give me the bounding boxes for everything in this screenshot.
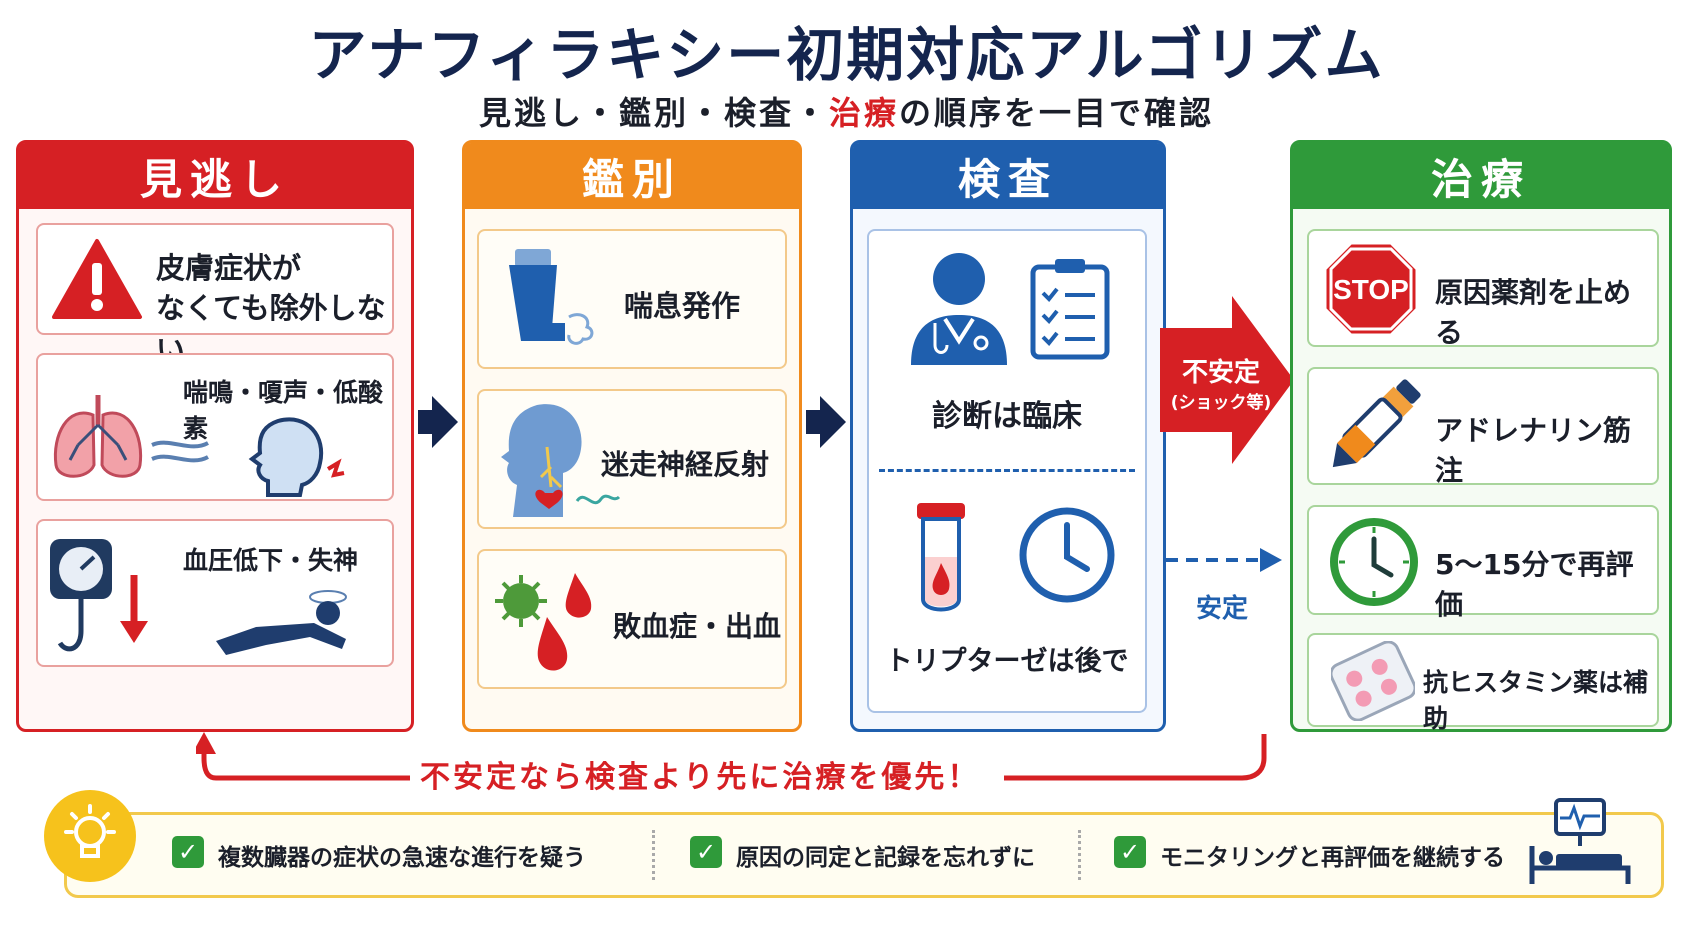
timer-clock-icon: [1330, 518, 1418, 606]
stable-arrow: [1166, 548, 1282, 572]
column-miss: 見逃し 皮膚症状が なくても除外しない 喘鳴・嗄声・低酸素: [16, 140, 414, 732]
page-subtitle: 見逃し・鑑別・検査・治療の順序を一目で確認: [0, 88, 1693, 134]
unstable-label: 不安定: [1181, 358, 1260, 388]
blood-pressure-gauge-icon: [50, 539, 148, 652]
head-profile-icon: [248, 417, 345, 497]
tip-3-label: モニタリングと再評価を継続する: [1160, 845, 1505, 871]
column-miss-header: 見逃し: [19, 143, 411, 209]
stop-sign-text: STOP: [1333, 274, 1409, 305]
test-divider: [879, 469, 1135, 472]
miss-skin-line2: なくても除外しない: [156, 291, 386, 367]
column-treat: 治療 STOP 原因薬剤を止める アドレナリン筋注: [1290, 140, 1672, 733]
tip-1-check-icon: ✓: [172, 836, 204, 868]
clock-icon: [1019, 507, 1115, 603]
treat-card-antihistamine: 抗ヒスタミン薬は補助: [1307, 633, 1659, 733]
treat-reeval-label: 5〜15分で再評価: [1435, 548, 1634, 621]
fainting-person-icon: [216, 590, 347, 655]
pill-pack-icon: [1331, 641, 1415, 721]
flow-arrow-2: [806, 396, 846, 448]
tip-2-label: 原因の同定と記録を忘れずに: [736, 845, 1035, 871]
lightbulb-icon: [64, 804, 116, 858]
feedback-label: 不安定なら検査より先に治療を優先！: [420, 760, 981, 795]
column-test: 検査 診断は臨床 トリ: [850, 140, 1166, 732]
stable-label: 安定: [1196, 594, 1249, 624]
diff-card-vagal: 迷走神経反射: [477, 389, 787, 529]
tips-bulb-circle: [44, 790, 136, 882]
tip-1-label: 複数臓器の症状の急速な進行を疑う: [218, 845, 586, 871]
miss-card-skin: 皮膚症状が なくても除外しない: [36, 223, 394, 367]
clipboard-icon: [1030, 259, 1110, 360]
unstable-sub-label: (ショック等): [1170, 393, 1272, 413]
treat-card-reeval: 5〜15分で再評価: [1307, 505, 1659, 621]
warning-icon: [52, 239, 142, 319]
treat-card-stop: STOP 原因薬剤を止める: [1307, 229, 1659, 349]
treat-antihistamine-label: 抗ヒスタミン薬は補助: [1423, 668, 1649, 733]
breath-icon: [151, 440, 209, 463]
diff-vagal-label: 迷走神経反射: [601, 448, 770, 481]
miss-skin-line1: 皮膚症状が: [156, 251, 302, 285]
test-card: 診断は臨床 トリプターゼは後で: [867, 229, 1147, 713]
vagus-head-icon: [501, 404, 621, 517]
stop-sign-icon: STOP: [1323, 241, 1419, 337]
auto-injector-icon: [1332, 379, 1421, 468]
lungs-icon: [53, 395, 143, 478]
diff-asthma-label: 喘息発作: [624, 289, 741, 323]
column-treat-header: 治療: [1293, 143, 1669, 209]
tip-2-check-icon: ✓: [690, 836, 722, 868]
flow-arrow-1: [418, 396, 458, 448]
column-test-header: 検査: [853, 143, 1163, 209]
miss-resp-label: 喘鳴・嗄声・低酸素: [183, 378, 384, 443]
inhaler-icon: [509, 249, 594, 345]
treat-adrenaline-label: アドレナリン筋注: [1435, 414, 1632, 487]
blood-tube-icon: [917, 503, 965, 612]
tip-separator-2: [1078, 830, 1081, 880]
test-tryptase-label: トリプターゼは後で: [885, 646, 1129, 677]
miss-card-resp: 喘鳴・嗄声・低酸素: [36, 353, 394, 501]
subtitle-part3: の順序を一目で確認: [899, 94, 1215, 132]
treat-card-adrenaline: アドレナリン筋注: [1307, 367, 1659, 487]
tip-separator-1: [652, 830, 655, 880]
diff-sepsis-label: 敗血症・出血: [613, 610, 782, 643]
doctor-icon: [911, 253, 1007, 365]
monitor-bed-icon: [1529, 798, 1631, 884]
virus-blood-icon: [495, 573, 592, 671]
column-diff: 鑑別 喘息発作 迷走神経反射 敗血症・出血: [462, 140, 802, 732]
test-clinical-label: 診断は臨床: [932, 399, 1082, 434]
column-diff-header: 鑑別: [465, 143, 799, 209]
tip-3-check-icon: ✓: [1114, 836, 1146, 868]
subtitle-part1: 見逃し・鑑別・検査・: [478, 94, 829, 132]
miss-card-bp: 血圧低下・失神: [36, 519, 394, 667]
treat-stop-label: 原因薬剤を止める: [1435, 276, 1632, 349]
page-title: アナフィラキシー初期対応アルゴリズム: [308, 21, 1385, 89]
diff-card-asthma: 喘息発作: [477, 229, 787, 369]
diff-card-sepsis: 敗血症・出血: [477, 549, 787, 689]
feedback-loop-arrow: [196, 732, 1267, 781]
unstable-arrow: [1160, 296, 1294, 464]
tips-bar: [64, 812, 1664, 898]
miss-bp-label: 血圧低下・失神: [183, 546, 359, 575]
subtitle-part2: 治療: [828, 94, 899, 132]
